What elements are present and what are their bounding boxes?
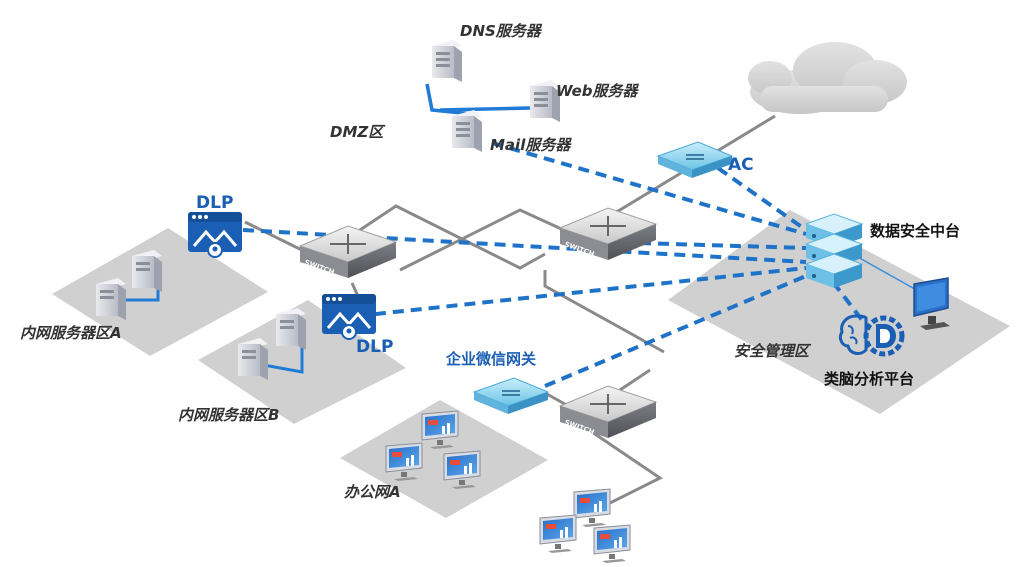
monitor-link (855, 255, 921, 293)
switch-center-icon: SWITCH (558, 207, 658, 260)
solid-links (244, 114, 776, 506)
internet-cloud (748, 42, 907, 114)
intranet-b-label: 内网服务器区B (178, 406, 279, 424)
monitor-icon (913, 277, 950, 330)
dns-server-label: DNS服务器 (460, 22, 543, 40)
switch-bottom-icon: SWITCH (558, 385, 658, 438)
intranet-a-servers (96, 250, 162, 320)
wechat-gateway-icon (472, 377, 550, 414)
security-zone-label: 安全管理区 (734, 342, 812, 360)
dlp-bottom-icon (322, 294, 376, 340)
dns-server-icon (432, 40, 462, 82)
ac-device-icon (656, 141, 734, 178)
brain-platform-icon (838, 314, 905, 357)
data-security-stack-icon (804, 213, 864, 288)
mail-server-label: Mail服务器 (490, 136, 572, 154)
web-server-label: Web服务器 (556, 82, 639, 100)
dlp-top-label: DLP (196, 193, 233, 213)
office-a-label: 办公网A (344, 483, 401, 501)
mail-server-icon (452, 110, 482, 152)
wechat-gateway-label: 企业微信网关 (445, 350, 536, 368)
data-security-platform-label: 数据安全中台 (870, 222, 960, 240)
switch-left-icon: SWITCH (298, 225, 398, 278)
ac-label: AC (728, 155, 754, 175)
office-a-monitors (385, 410, 481, 489)
intranet-a-label: 内网服务器区A (20, 324, 122, 342)
dmz-links (425, 83, 531, 116)
intranet-b-servers (238, 308, 306, 380)
office-b-monitors (539, 488, 631, 563)
brain-platform-label: 类脑分析平台 (824, 370, 914, 388)
dlp-bottom-label: DLP (356, 337, 393, 357)
zone-intranet-a (52, 228, 268, 356)
dmz-label: DMZ区 (330, 123, 386, 141)
dlp-top-icon (188, 212, 242, 258)
web-server-icon (530, 80, 560, 122)
